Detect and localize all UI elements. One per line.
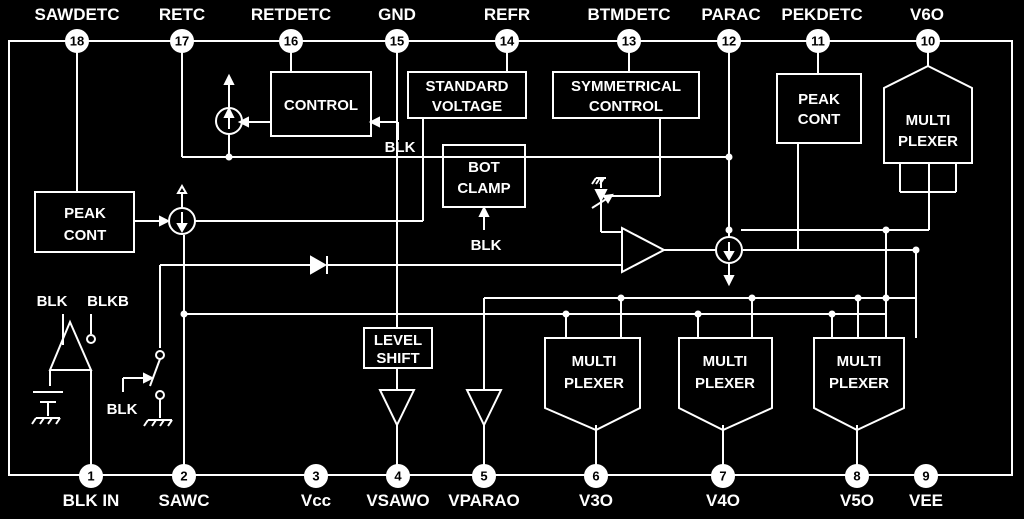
pin-10-label: V6O [910,5,944,24]
pin-7-number: 7 [719,469,726,484]
standard-voltage-line1: STANDARD [425,78,508,95]
pin-5-number: 5 [480,469,487,484]
pin-4-number: 4 [394,469,402,484]
pin-7-label: V4O [706,491,740,510]
pin-11-label: PEKDETC [781,5,862,24]
pin-16-number: 16 [284,34,298,49]
blk-control-label: BLK [385,139,416,156]
blk-buffer-label: BLK [37,293,68,310]
peak-cont-left-block: PEAK CONT [34,191,135,253]
pin-9-label: VEE [909,491,943,510]
junction-dots [180,153,920,318]
pin-16-label: RETDETC [251,5,331,24]
multiplexer-top-block: MULTI PLEXER [883,64,973,164]
multiplexer-1-line2: PLEXER [564,375,624,392]
pin-13-number: 13 [622,34,636,49]
pin-12-number: 12 [722,34,736,49]
pin-2-number: 2 [180,469,187,484]
pin-14-number: 14 [500,34,515,49]
level-shift-line2: SHIFT [376,350,419,367]
control-block: CONTROL [270,71,372,137]
pin-1-number: 1 [87,469,94,484]
standard-voltage-line2: VOLTAGE [432,98,502,115]
multiplexer-3-line1: MULTI [837,353,882,370]
bottom-pin-labels: BLK IN SAWC Vcc VSAWO VPARAO V3O V4O V5O… [63,491,943,510]
wiring [76,52,957,465]
bot-clamp-block: BOT CLAMP [442,144,526,208]
level-shift-block: LEVEL SHIFT [363,327,433,369]
blk-switch: BLK [107,350,173,427]
pin-17-label: RETC [159,5,205,24]
pin-12-label: PARAC [701,5,760,24]
standard-voltage-block: STANDARD VOLTAGE [407,71,527,119]
pin-10-number: 10 [921,34,935,49]
pin-5-label: VPARAO [448,491,519,510]
multiplexer-1-block: MULTI PLEXER [544,337,641,432]
level-shift-line1: LEVEL [374,332,422,349]
multiplexer-3-line2: PLEXER [829,375,889,392]
bot-clamp-line2: CLAMP [457,180,510,197]
pin-3-label: Vcc [301,491,331,510]
peak-cont-right-block: PEAK CONT [776,73,862,144]
control-block-label: CONTROL [284,97,358,114]
blk-switch-label: BLK [107,401,138,418]
pin-6-label: V3O [579,491,613,510]
multiplexer-top-line2: PLEXER [898,133,958,150]
symmetrical-control-block: SYMMETRICAL CONTROL [552,71,700,119]
amplifier [621,226,667,274]
pin-15-label: GND [378,5,416,24]
multiplexer-top-line1: MULTI [906,112,951,129]
multiplexer-2-line1: MULTI [703,353,748,370]
pin-8-label: V5O [840,491,874,510]
pin-3-number: 3 [312,469,319,484]
vsawo-buffer [378,389,416,428]
vparao-buffer [465,389,503,428]
pin-2-label: SAWC [159,491,210,510]
pin-18-label: SAWDETC [35,5,120,24]
pin-15-number: 15 [390,34,404,49]
variable-current-source [591,177,622,233]
pin-9-number: 9 [922,469,929,484]
symmetrical-control-line1: SYMMETRICAL [571,78,681,95]
multiplexer-3-block: MULTI PLEXER [813,337,905,432]
bot-clamp-line1: BOT [468,159,500,176]
peak-cont-left-line2: CONT [64,227,107,244]
pin-6-number: 6 [592,469,599,484]
pin-1-label: BLK IN [63,491,120,510]
peak-cont-left-line1: PEAK [64,205,106,222]
pin-14-label: REFR [484,5,530,24]
peak-cont-right-line1: PEAK [798,91,840,108]
pin-18-number: 18 [70,34,84,49]
top-pin-labels: SAWDETC RETC RETDETC GND REFR BTMDETC PA… [35,5,945,24]
pin-17-number: 17 [175,34,189,49]
peak-cont-right-line2: CONT [798,111,841,128]
pin-11-number: 11 [811,34,825,49]
multiplexer-2-line2: PLEXER [695,375,755,392]
pin-13-label: BTMDETC [587,5,670,24]
bottom-pins: 1 2 3 4 5 6 7 8 9 [79,464,938,488]
pin-4-label: VSAWO [366,491,429,510]
symmetrical-control-line2: CONTROL [589,98,663,115]
blk-input-buffer: BLK BLKB [31,293,129,425]
blk-clamp-label: BLK [471,237,502,254]
pin-8-number: 8 [853,469,860,484]
pin-9 [914,464,938,488]
multiplexer-2-block: MULTI PLEXER [678,337,773,432]
blkb-buffer-label: BLKB [87,293,129,310]
pin-3 [304,464,328,488]
diode [310,255,328,275]
multiplexer-1-line1: MULTI [572,353,617,370]
